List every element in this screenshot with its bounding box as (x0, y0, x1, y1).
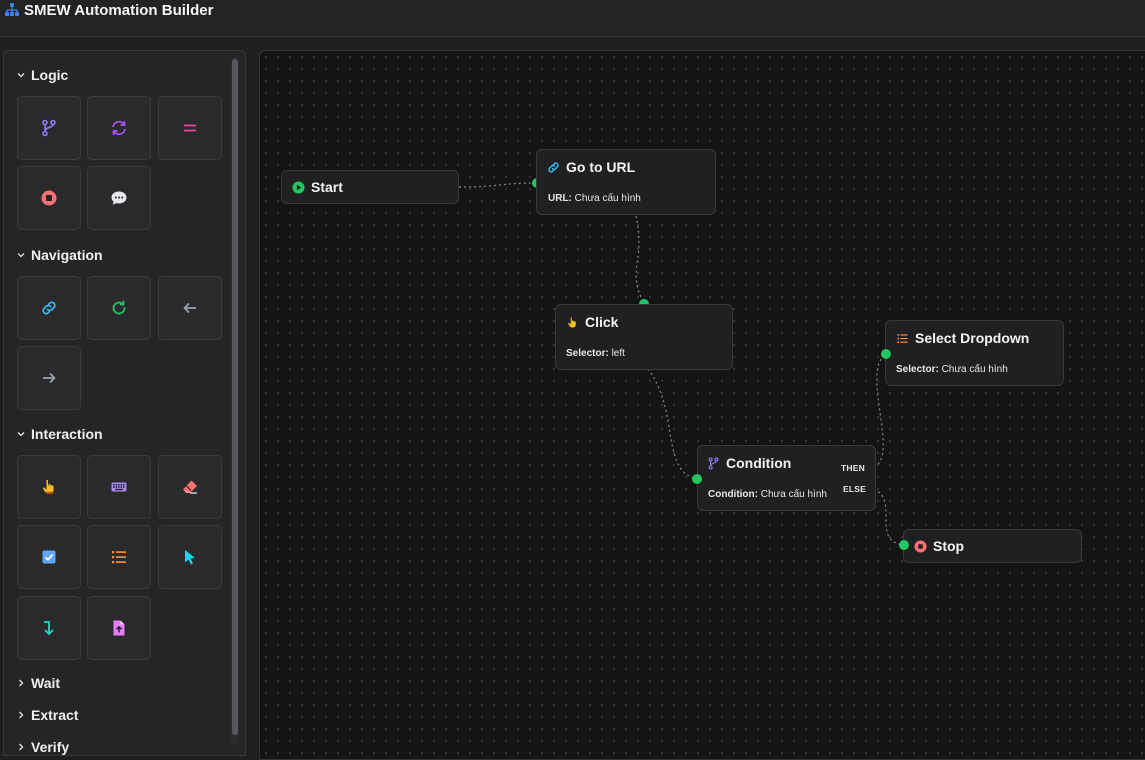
pointer-hand-icon (568, 316, 576, 328)
branch-icon (42, 119, 56, 137)
section-label: Verify (31, 739, 70, 755)
chevron-down-icon (17, 432, 25, 437)
file-upload-icon (113, 620, 125, 636)
chevron-down-icon (17, 73, 25, 78)
node-click[interactable]: Click Selector: left (555, 304, 733, 370)
select-input-handle[interactable] (881, 349, 891, 359)
node-start[interactable]: Start (281, 170, 459, 204)
node-palette-sidebar: Logic (3, 50, 246, 756)
list-icon (897, 333, 908, 343)
field-value: Chưa cấu hình (760, 489, 827, 500)
section-verify-toggle[interactable]: Verify (16, 739, 69, 755)
field-value: left (611, 348, 625, 359)
sidebar-scrollbar-thumb[interactable] (232, 59, 238, 735)
arrow-left-icon (183, 302, 196, 314)
node-go-to-url[interactable]: Go to URL URL: Chưa cấu hình (536, 149, 716, 215)
stop-input-handle[interactable] (899, 540, 909, 550)
section-label: Extract (31, 707, 79, 723)
link-icon (42, 301, 56, 315)
loop-icon (112, 120, 126, 136)
tool-loop[interactable] (87, 96, 151, 160)
tool-check[interactable] (17, 525, 81, 589)
edge-else-to-stop (873, 488, 905, 546)
node-title: Go to URL (566, 159, 636, 175)
branch-icon (708, 457, 719, 469)
tool-go-forward[interactable] (17, 346, 81, 410)
app-title: SMEW Automation Builder (24, 1, 214, 19)
node-condition[interactable]: Condition THEN ELSE Condition: Chưa cấu … (697, 445, 876, 511)
arrow-right-icon (43, 372, 56, 384)
eraser-icon (183, 480, 197, 494)
edge-start-to-goto (458, 182, 538, 188)
link-icon (548, 162, 559, 172)
edge-goto-to-click (635, 215, 645, 304)
node-stop[interactable]: Stop (903, 529, 1082, 563)
section-wait-toggle[interactable]: Wait (16, 675, 60, 691)
field-key: Selector: (896, 364, 939, 375)
else-branch-label: ELSE (843, 484, 867, 494)
chevron-right-icon (19, 743, 24, 751)
tool-go-back[interactable] (158, 276, 222, 340)
pointer-hand-icon (42, 479, 54, 494)
node-title: Condition (726, 455, 792, 471)
chevron-right-icon (19, 711, 24, 719)
tool-reload[interactable] (87, 276, 151, 340)
condition-input-handle[interactable] (692, 474, 702, 484)
tool-scroll[interactable] (17, 596, 81, 660)
node-select-dropdown[interactable]: Select Dropdown Selector: Chưa cấu hình (885, 320, 1064, 386)
app-header: SMEW Automation Builder (0, 0, 1145, 37)
section-navigation-toggle[interactable]: Navigation (16, 247, 103, 263)
node-title: Click (585, 314, 619, 330)
tool-select-dropdown[interactable] (87, 525, 151, 589)
section-extract-toggle[interactable]: Extract (16, 707, 78, 723)
equals-icon (184, 124, 196, 132)
chevron-right-icon (19, 679, 24, 687)
tool-clear[interactable] (158, 455, 222, 519)
refresh-icon (112, 300, 126, 315)
sitemap-icon (5, 3, 19, 16)
tool-upload-file[interactable] (87, 596, 151, 660)
section-logic-toggle[interactable]: Logic (16, 67, 68, 83)
tool-comment[interactable] (87, 166, 151, 230)
section-label: Logic (31, 67, 69, 83)
node-title: Start (311, 179, 343, 195)
flow-canvas[interactable]: Start Go to URL URL: Chưa cấu hình Click… (259, 50, 1145, 760)
edge-click-to-condition (647, 368, 698, 480)
field-value: Chưa cấu hình (941, 364, 1008, 375)
cursor-icon (185, 550, 195, 565)
tool-type[interactable] (87, 455, 151, 519)
tool-hover[interactable] (158, 525, 222, 589)
field-key: URL: (548, 193, 572, 204)
chevron-down-icon (17, 253, 25, 258)
section-label: Navigation (31, 247, 103, 263)
tool-go-to-url[interactable] (17, 276, 81, 340)
keyboard-icon (111, 482, 127, 492)
section-label: Wait (31, 675, 61, 691)
stop-icon (914, 539, 927, 553)
tool-branch[interactable] (17, 96, 81, 160)
tool-compare[interactable] (158, 96, 222, 160)
comment-icon (111, 191, 127, 205)
section-label: Interaction (31, 426, 103, 442)
play-circle-icon (292, 180, 305, 194)
scroll-down-icon (44, 621, 54, 636)
list-icon (112, 551, 126, 564)
section-interaction-toggle[interactable]: Interaction (16, 426, 103, 442)
tool-stop[interactable] (17, 166, 81, 230)
tool-click[interactable] (17, 455, 81, 519)
stop-icon (41, 190, 57, 206)
then-branch-label: THEN (841, 463, 865, 473)
field-value: Chưa cấu hình (574, 193, 641, 204)
field-key: Condition: (708, 489, 758, 500)
field-key: Selector: (566, 348, 609, 359)
node-title: Select Dropdown (915, 330, 1030, 346)
node-title: Stop (933, 538, 965, 554)
checkbox-icon (42, 550, 56, 564)
